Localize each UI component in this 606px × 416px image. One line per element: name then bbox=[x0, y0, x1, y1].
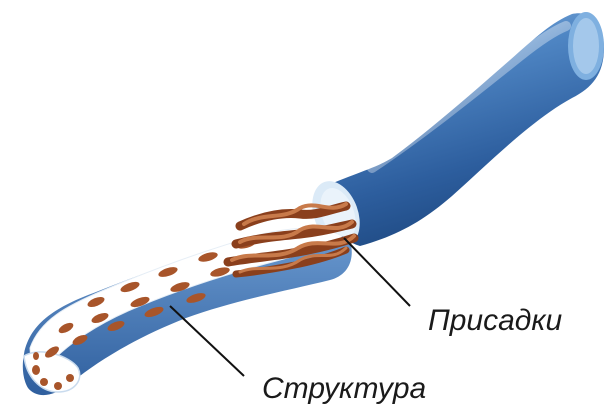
additives-leader-line bbox=[344, 238, 410, 306]
additives-label: Присадки bbox=[428, 306, 562, 336]
structure-leader-line bbox=[170, 306, 244, 376]
structure-label: Структура bbox=[262, 374, 426, 404]
outer-sleeve bbox=[304, 12, 604, 253]
